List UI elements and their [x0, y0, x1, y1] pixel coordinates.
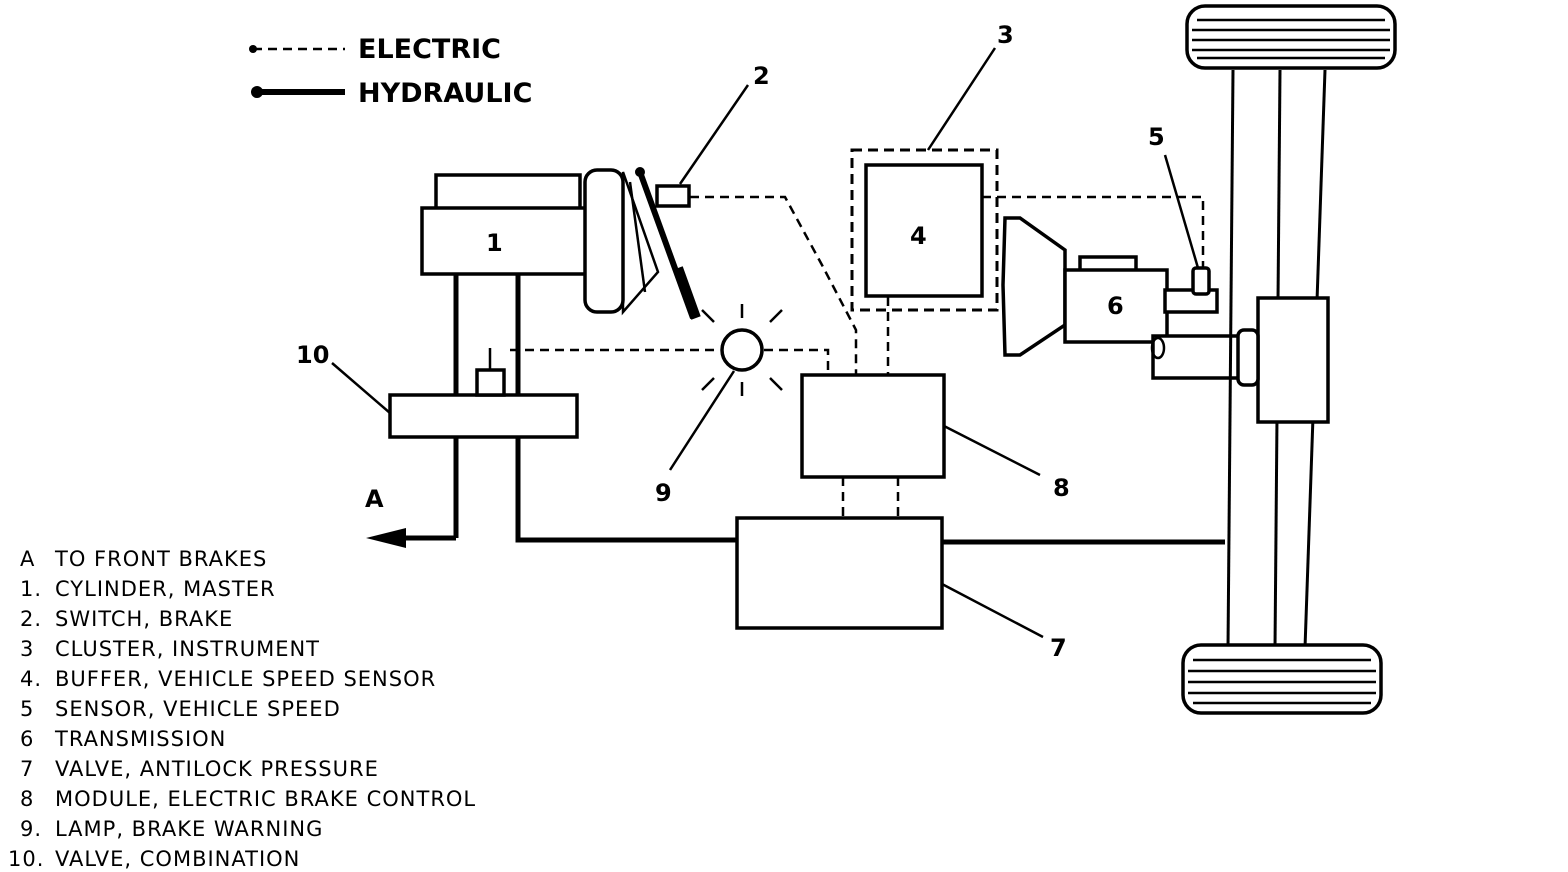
callout-3: 3 — [997, 21, 1014, 49]
legend: ELECTRIC HYDRAULIC — [249, 34, 532, 109]
rear-wheel-bottom — [1181, 643, 1383, 715]
key-id: 7 — [20, 757, 34, 781]
key-label: TO FRONT BRAKES — [54, 547, 267, 571]
electric-lines — [510, 195, 1205, 518]
vss-buffer — [864, 163, 984, 298]
legend-hydraulic-label: HYDRAULIC — [358, 78, 532, 109]
master-cylinder — [420, 168, 660, 316]
combination-valve — [388, 348, 579, 439]
leader-7 — [941, 582, 1044, 639]
key-label: MODULE, ELECTRIC BRAKE CONTROL — [55, 787, 476, 811]
key-id: A — [20, 547, 35, 571]
brake-warning-lamp — [701, 304, 783, 396]
key-id: 3 — [20, 637, 34, 661]
key-label: LAMP, BRAKE WARNING — [55, 817, 323, 841]
front-brakes-arrow — [366, 528, 406, 548]
leader-2 — [678, 84, 750, 185]
brake-control-module — [800, 373, 946, 479]
callout-a: A — [365, 485, 384, 513]
key-id: 5 — [20, 697, 34, 721]
leader-8 — [943, 424, 1041, 477]
key-label: BUFFER, VEHICLE SPEED SENSOR — [55, 667, 436, 691]
key-id: 2. — [20, 607, 42, 631]
callout-4: 4 — [910, 222, 927, 250]
callout-9: 9 — [655, 479, 672, 507]
key-label: CYLINDER, MASTER — [55, 577, 276, 601]
key-label: VALVE, COMBINATION — [55, 847, 300, 871]
leader-9 — [668, 370, 736, 471]
callout-8: 8 — [1053, 474, 1070, 502]
callout-2: 2 — [753, 62, 770, 90]
callout-1: 1 — [486, 229, 503, 257]
leader-10 — [331, 362, 391, 414]
key-label: SENSOR, VEHICLE SPEED — [55, 697, 341, 721]
key-label: CLUSTER, INSTRUMENT — [55, 637, 320, 661]
key-id: 9. — [20, 817, 42, 841]
key-id: 8 — [20, 787, 34, 811]
component-key: A TO FRONT BRAKES 1. CYLINDER, MASTER 2.… — [8, 547, 476, 871]
rear-axle — [1226, 69, 1330, 649]
legend-hydraulic-symbol — [251, 86, 345, 98]
instrument-cluster — [850, 148, 999, 312]
hydraulic-lines — [366, 275, 1225, 548]
callout-7: 7 — [1050, 634, 1067, 662]
callout-5: 5 — [1148, 123, 1165, 151]
key-label: SWITCH, BRAKE — [55, 607, 233, 631]
key-id: 4. — [20, 667, 42, 691]
antilock-pressure-valve — [735, 516, 944, 630]
key-label: TRANSMISSION — [54, 727, 226, 751]
vehicle-speed-sensor — [1191, 266, 1211, 296]
callout-10: 10 — [296, 341, 329, 369]
key-id: 10. — [8, 847, 44, 871]
leader-3 — [926, 47, 997, 151]
rear-wheel-top — [1185, 4, 1397, 70]
brake-switch — [655, 184, 691, 208]
callout-6: 6 — [1107, 292, 1124, 320]
transmission — [1001, 216, 1247, 380]
brake-pedal — [635, 167, 701, 320]
key-id: 6 — [20, 727, 34, 751]
key-id: 1. — [20, 577, 42, 601]
legend-electric-symbol — [249, 45, 345, 53]
legend-electric-label: ELECTRIC — [358, 34, 501, 65]
key-label: VALVE, ANTILOCK PRESSURE — [55, 757, 379, 781]
leader-5 — [1163, 154, 1200, 269]
